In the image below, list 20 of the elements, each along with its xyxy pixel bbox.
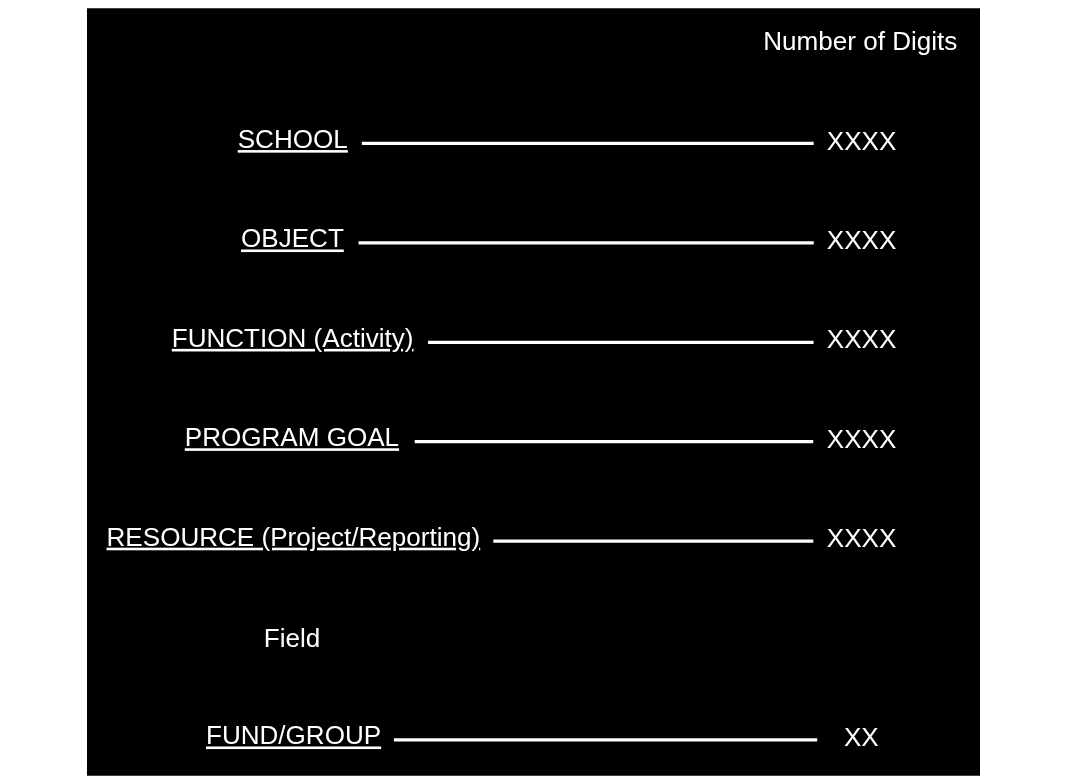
node-text: FUND/GROUP bbox=[205, 720, 382, 751]
label: Field bbox=[263, 622, 321, 653]
node-text: PROGRAM GOAL bbox=[184, 422, 400, 453]
node-text: RESOURCE (Project/Reporting) bbox=[106, 521, 481, 552]
node-text: XXXX bbox=[826, 225, 897, 256]
node-text: XXXX bbox=[826, 423, 897, 454]
node-text: XXXX bbox=[826, 523, 897, 554]
node-text: OBJECT bbox=[240, 223, 344, 254]
label: Number of Digits bbox=[763, 26, 958, 57]
connector bbox=[358, 241, 814, 245]
node-text: XXXX bbox=[826, 125, 897, 156]
node-text: XX bbox=[843, 722, 879, 753]
node-text: XXXX bbox=[826, 324, 897, 355]
node-text: SCHOOL bbox=[237, 124, 348, 155]
connector bbox=[361, 141, 814, 146]
connector bbox=[414, 440, 814, 444]
connector bbox=[428, 340, 814, 344]
connector bbox=[493, 539, 814, 543]
node-text: FUNCTION (Activity) bbox=[171, 322, 414, 353]
connector bbox=[393, 738, 818, 742]
